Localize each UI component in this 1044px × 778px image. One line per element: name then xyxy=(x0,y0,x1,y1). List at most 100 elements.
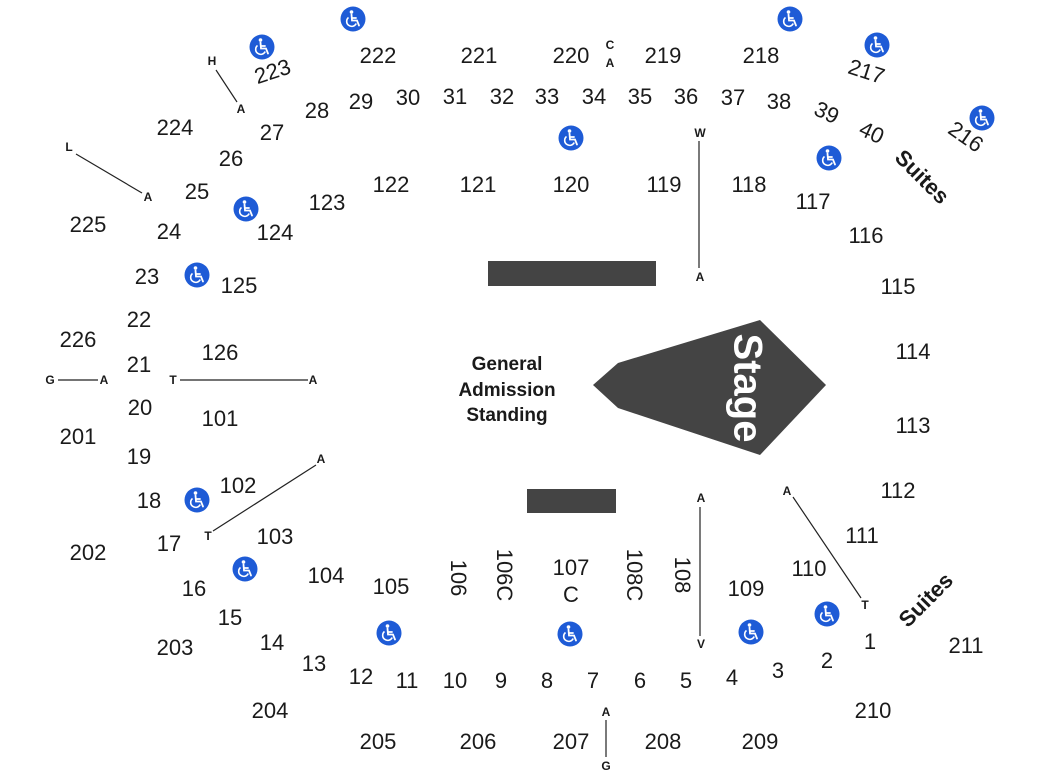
section-108[interactable]: 108 xyxy=(670,557,695,594)
section-111[interactable]: 111 xyxy=(845,523,878,548)
section-207[interactable]: 207 xyxy=(553,729,590,754)
section-40[interactable]: 40 xyxy=(855,116,888,149)
section-116[interactable]: 116 xyxy=(848,223,883,248)
section-1[interactable]: 1 xyxy=(864,629,876,654)
section-24[interactable]: 24 xyxy=(157,219,181,244)
section-25[interactable]: 25 xyxy=(185,179,209,204)
section-121[interactable]: 121 xyxy=(460,172,497,197)
section-17[interactable]: 17 xyxy=(157,531,181,556)
section-201[interactable]: 201 xyxy=(60,424,97,449)
section-8[interactable]: 8 xyxy=(541,668,553,693)
section-23[interactable]: 23 xyxy=(135,264,159,289)
section-26[interactable]: 26 xyxy=(219,146,243,171)
wheelchair-icon xyxy=(232,556,258,582)
section-18[interactable]: 18 xyxy=(137,488,161,513)
section-5[interactable]: 5 xyxy=(680,668,692,693)
section-107[interactable]: 107 xyxy=(553,555,590,580)
section-206[interactable]: 206 xyxy=(460,729,497,754)
section-27[interactable]: 27 xyxy=(260,120,284,145)
section-224[interactable]: 224 xyxy=(157,115,194,140)
section-39[interactable]: 39 xyxy=(810,96,843,129)
section-113[interactable]: 113 xyxy=(895,413,930,438)
section-14[interactable]: 14 xyxy=(260,630,284,655)
section-126[interactable]: 126 xyxy=(202,340,239,365)
section-10[interactable]: 10 xyxy=(443,668,467,693)
section-2[interactable]: 2 xyxy=(821,648,833,673)
section-34[interactable]: 34 xyxy=(582,84,606,109)
section-32[interactable]: 32 xyxy=(490,84,514,109)
section-3[interactable]: 3 xyxy=(772,658,784,683)
section-29[interactable]: 29 xyxy=(349,89,373,114)
section-28[interactable]: 28 xyxy=(305,98,329,123)
section-7[interactable]: 7 xyxy=(587,668,599,693)
section-204[interactable]: 204 xyxy=(252,698,289,723)
row-marker-a: A xyxy=(237,102,246,116)
section-220[interactable]: 220 xyxy=(553,43,590,68)
section-30[interactable]: 30 xyxy=(396,85,420,110)
section-102[interactable]: 102 xyxy=(220,473,257,498)
section-115[interactable]: 115 xyxy=(880,274,915,299)
section-208[interactable]: 208 xyxy=(645,729,682,754)
section-125[interactable]: 125 xyxy=(221,273,258,298)
section-209[interactable]: 209 xyxy=(742,729,779,754)
row-marker-w: W xyxy=(694,126,706,140)
section-117[interactable]: 117 xyxy=(795,189,830,214)
section-35[interactable]: 35 xyxy=(628,84,652,109)
section-218[interactable]: 218 xyxy=(743,43,780,68)
section-6[interactable]: 6 xyxy=(634,668,646,693)
section-217[interactable]: 217 xyxy=(845,54,888,89)
section-222[interactable]: 222 xyxy=(360,43,397,68)
section-31[interactable]: 31 xyxy=(443,84,467,109)
section-112[interactable]: 112 xyxy=(880,478,915,503)
section-122[interactable]: 122 xyxy=(373,172,410,197)
section-105[interactable]: 105 xyxy=(373,574,410,599)
section-11[interactable]: 11 xyxy=(396,668,419,693)
section-226[interactable]: 226 xyxy=(60,327,97,352)
section-123[interactable]: 123 xyxy=(309,190,346,215)
section-104[interactable]: 104 xyxy=(308,563,345,588)
section-225[interactable]: 225 xyxy=(70,212,107,237)
section-110[interactable]: 110 xyxy=(791,556,826,581)
section-108c[interactable]: 108C xyxy=(622,549,647,602)
section-223[interactable]: 223 xyxy=(251,54,294,89)
section-22[interactable]: 22 xyxy=(127,307,151,332)
section-19[interactable]: 19 xyxy=(127,444,151,469)
section-33[interactable]: 33 xyxy=(535,84,559,109)
section-202[interactable]: 202 xyxy=(70,540,107,565)
section-211[interactable]: 211 xyxy=(948,633,983,658)
stage[interactable] xyxy=(593,320,826,455)
section-221[interactable]: 221 xyxy=(461,43,498,68)
row-marker-h: H xyxy=(208,54,217,68)
section-106c[interactable]: 106C xyxy=(492,549,517,602)
section-219[interactable]: 219 xyxy=(645,43,682,68)
section-103[interactable]: 103 xyxy=(257,524,294,549)
wheelchair-icon xyxy=(969,105,995,131)
section-9[interactable]: 9 xyxy=(495,668,507,693)
section-205[interactable]: 205 xyxy=(360,729,397,754)
section-4[interactable]: 4 xyxy=(726,665,738,690)
section-36[interactable]: 36 xyxy=(674,84,698,109)
row-marker-a: A xyxy=(317,452,326,466)
section-37[interactable]: 37 xyxy=(721,85,745,110)
section-210[interactable]: 210 xyxy=(855,698,892,723)
section-101[interactable]: 101 xyxy=(202,406,239,431)
section-16[interactable]: 16 xyxy=(182,576,206,601)
section-109[interactable]: 109 xyxy=(728,576,765,601)
section-114[interactable]: 114 xyxy=(895,339,930,364)
section-12[interactable]: 12 xyxy=(349,664,373,689)
section-13[interactable]: 13 xyxy=(302,651,326,676)
section-c[interactable]: C xyxy=(563,582,579,607)
section-38[interactable]: 38 xyxy=(767,89,791,114)
section-118[interactable]: 118 xyxy=(731,172,766,197)
section-124[interactable]: 124 xyxy=(257,220,294,245)
wheelchair-icon xyxy=(777,6,803,32)
section-106[interactable]: 106 xyxy=(446,560,471,597)
section-120[interactable]: 120 xyxy=(553,172,590,197)
section-20[interactable]: 20 xyxy=(128,395,152,420)
section-119[interactable]: 119 xyxy=(646,172,681,197)
section-15[interactable]: 15 xyxy=(218,605,242,630)
section-21[interactable]: 21 xyxy=(127,352,151,377)
section-203[interactable]: 203 xyxy=(157,635,194,660)
